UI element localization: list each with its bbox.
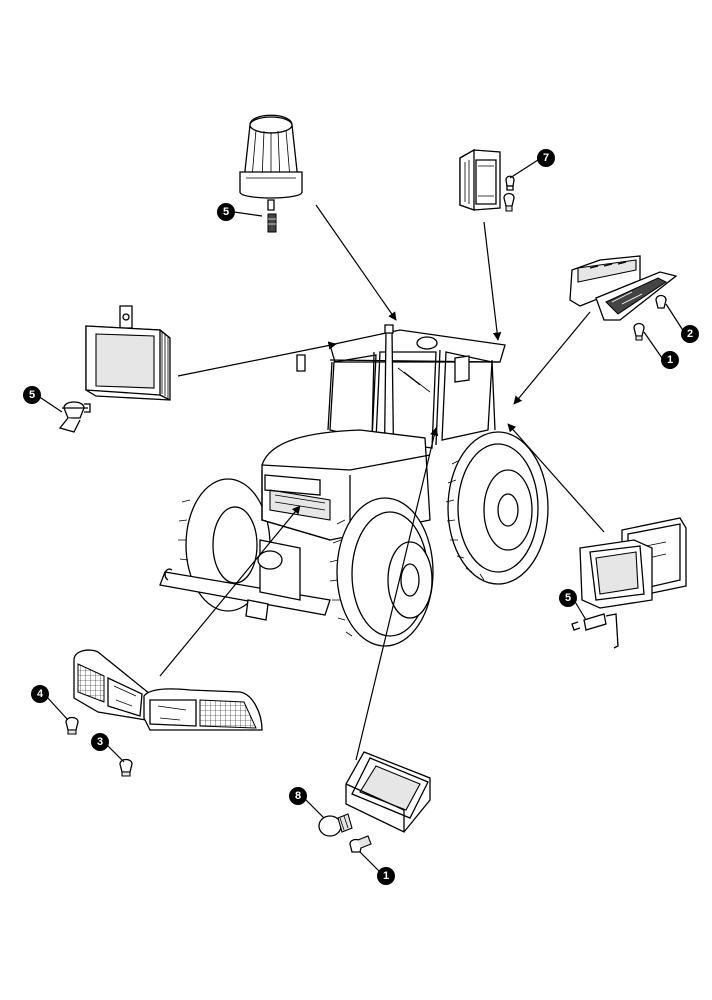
roof-work-light-left [85,305,171,401]
callout-7: 7 [537,149,555,167]
bulb-4 [65,716,79,735]
h3-bulb-with-wire [571,613,619,649]
bulb-2 [655,294,667,309]
callout-3: 3 [91,733,109,751]
rear-wheel [445,431,549,585]
svg-text:4: 4 [37,688,44,700]
front-headlight-right [143,688,263,731]
bulb-1-rear [633,322,645,341]
svg-text:1: 1 [667,354,673,366]
svg-text:3: 3 [97,736,103,748]
callout-6: 5 [217,203,235,221]
svg-text:5: 5 [29,389,35,401]
side-work-light [579,517,687,609]
rotating-beacon [239,114,303,211]
h3-halogen-bulb [58,401,91,433]
callout-8: 8 [289,787,307,805]
svg-text:8: 8 [295,790,301,802]
roof-rear-light [459,148,501,211]
cab [296,324,506,491]
callout-1-front: 1 [377,867,395,885]
svg-text:5: 5 [565,592,571,604]
beacon-bulb [267,213,277,233]
bulb-3 [119,758,133,777]
callout-1-rear: 1 [661,351,679,369]
bulb-8 [318,813,353,837]
callout-2: 2 [681,325,699,343]
callout-5-right: 5 [559,589,577,607]
callout-4: 4 [31,685,49,703]
tractor [159,324,549,647]
bulb-1-front [349,835,372,853]
callouts: 5 7 5 2 1 5 [23,149,699,885]
svg-text:5: 5 [223,206,229,218]
front-headlight-left [73,649,151,721]
callout-5-left: 5 [23,386,41,404]
rear-combination-light [569,255,678,321]
front-wheel [329,497,434,647]
pointer-lines [159,204,605,761]
svg-text:1: 1 [383,870,389,882]
svg-text:2: 2 [687,328,693,340]
svg-text:7: 7 [543,152,549,164]
front-axle [159,539,331,621]
small-bulbs-set-7 [503,175,515,212]
fender-light [345,751,431,833]
rear-left-wheel [178,478,271,612]
